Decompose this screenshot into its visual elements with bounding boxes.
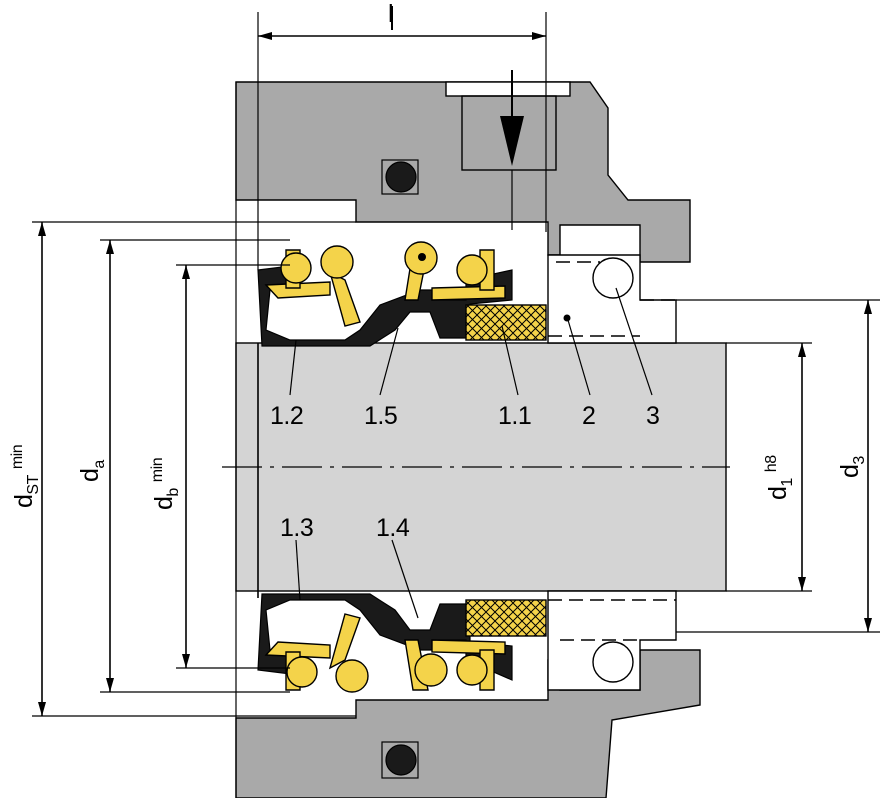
leader-lines — [289, 287, 653, 619]
o-ring-top — [385, 161, 417, 193]
label-1-4: 1.4 — [376, 514, 410, 542]
rotating-unit-top — [257, 241, 547, 347]
label-1-5: 1.5 — [364, 402, 397, 430]
label-d-1: d1h8 — [763, 455, 796, 500]
flow-arrow — [500, 70, 524, 230]
dim-d-1 — [726, 342, 812, 592]
label-2: 2 — [582, 402, 595, 430]
label-1-1: 1.1 — [498, 402, 531, 430]
label-d-a: da — [76, 460, 108, 482]
dim-d-b — [176, 264, 290, 669]
spring-top-1 — [280, 252, 312, 284]
seat-o-ring-top — [592, 257, 634, 299]
seal-face-bottom — [465, 599, 547, 637]
seat-area-top — [547, 254, 677, 344]
svg-text:d1h8: d1h8 — [763, 455, 796, 500]
spring-bottom-4 — [456, 654, 488, 686]
seat-area-bottom — [547, 590, 677, 691]
label-d-b: dbmin — [149, 458, 182, 510]
spring-bottom-1 — [286, 656, 318, 688]
rotating-unit-bottom — [257, 593, 547, 693]
spring-bottom-3 — [414, 653, 448, 687]
spring-top-4 — [456, 254, 488, 286]
seat-o-ring-bottom — [592, 641, 634, 683]
spring-bottom-2 — [335, 659, 369, 693]
housing-top — [235, 81, 691, 263]
spring-top-2 — [320, 245, 354, 279]
dim-l — [257, 6, 547, 270]
seal-face-top — [465, 304, 547, 341]
label-1-3: 1.3 — [280, 514, 313, 542]
label-l-text: l — [388, 0, 394, 28]
label-1-2: 1.2 — [270, 402, 303, 430]
svg-text:dbmin: dbmin — [149, 458, 182, 510]
label-d-3: d3 — [836, 456, 868, 478]
o-ring-bottom — [385, 744, 417, 776]
label-d-st: dSTmin — [9, 445, 42, 508]
dim-d-3 — [676, 299, 880, 633]
dim-d-st — [32, 221, 356, 717]
label-3: 3 — [646, 402, 659, 430]
svg-text:da: da — [76, 460, 108, 482]
svg-text:d3: d3 — [836, 456, 868, 478]
svg-text:dSTmin: dSTmin — [9, 445, 42, 508]
dim-d-a — [100, 239, 290, 693]
